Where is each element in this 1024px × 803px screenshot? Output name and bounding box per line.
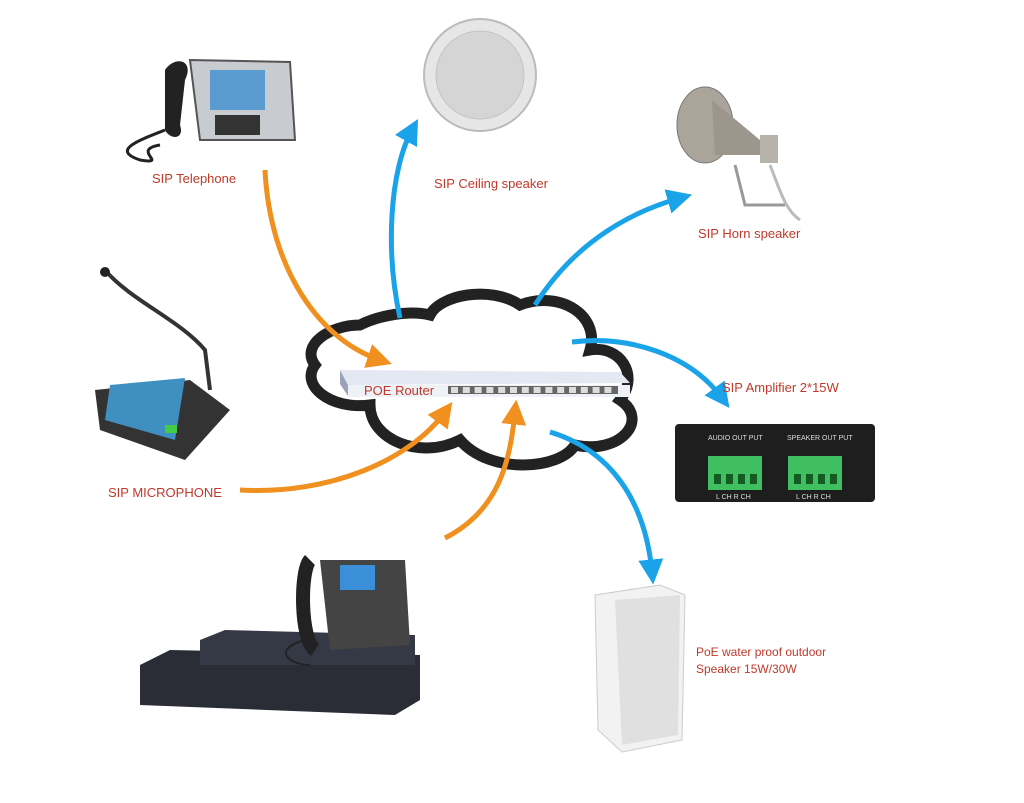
router-port [498, 387, 506, 393]
poe-router: POE Router [340, 370, 630, 398]
sip-amplifier-label: SIP Amplifier 2*15W [722, 380, 840, 395]
terminal-slot [726, 474, 733, 484]
router-port [604, 387, 612, 393]
router-port [545, 387, 553, 393]
router-port [474, 387, 482, 393]
ceiling-speaker-label: SIP Ceiling speaker [434, 176, 549, 191]
router-port [486, 387, 494, 393]
arrow-router-to-horn [532, 189, 693, 307]
terminal-slot [750, 474, 757, 484]
speaker-out-label: SPEAKER OUT PUT [787, 435, 853, 442]
channel-label-speaker: L CH R CH [796, 494, 831, 501]
terminal-slot [738, 474, 745, 484]
horn-speaker-image [676, 86, 801, 222]
horn-speaker-label: SIP Horn speaker [698, 226, 801, 241]
sip-microphone-image [95, 267, 230, 460]
arrow-router-to-ceiling [388, 119, 419, 319]
arrow-pbx-to-router [443, 399, 527, 541]
arrow-microphone-to-router [239, 401, 453, 493]
sip-microphone-label: SIP MICROPHONE [108, 485, 222, 500]
terminal-slot [830, 474, 837, 484]
terminal-slot [818, 474, 825, 484]
ip-pbx-gateway-image [140, 555, 420, 715]
router-port [569, 387, 576, 393]
terminal-slot [714, 474, 721, 484]
router-port [592, 387, 600, 393]
arrow-router-to-outdoor [549, 429, 664, 585]
sip-amplifier-image: AUDIO OUT PUT SPEAKER OUT PUT L CH R CH … [675, 424, 875, 502]
router-label: POE Router [364, 383, 435, 398]
outdoor-speaker-label-line2: Speaker 15W/30W [696, 662, 797, 676]
router-port [533, 387, 541, 393]
sip-telephone-image [125, 58, 297, 163]
terminal-slot [806, 474, 813, 484]
router-port [557, 387, 565, 393]
router-port [521, 387, 529, 393]
arrow-router-to-amplifier [571, 338, 730, 409]
router-port [580, 387, 588, 393]
audio-out-label: AUDIO OUT PUT [708, 435, 763, 442]
ceiling-speaker-image [423, 18, 537, 132]
terminal-slot [794, 474, 801, 484]
arrow-telephone-to-router [262, 169, 392, 368]
router-port [462, 387, 470, 393]
sip-telephone-label: SIP Telephone [152, 171, 236, 186]
channel-label-audio: L CH R CH [716, 494, 751, 501]
router-port [451, 387, 458, 393]
router-port [510, 387, 517, 393]
outdoor-speaker-label-line1: PoE water proof outdoor [696, 645, 826, 659]
outdoor-speaker-image [594, 584, 686, 753]
